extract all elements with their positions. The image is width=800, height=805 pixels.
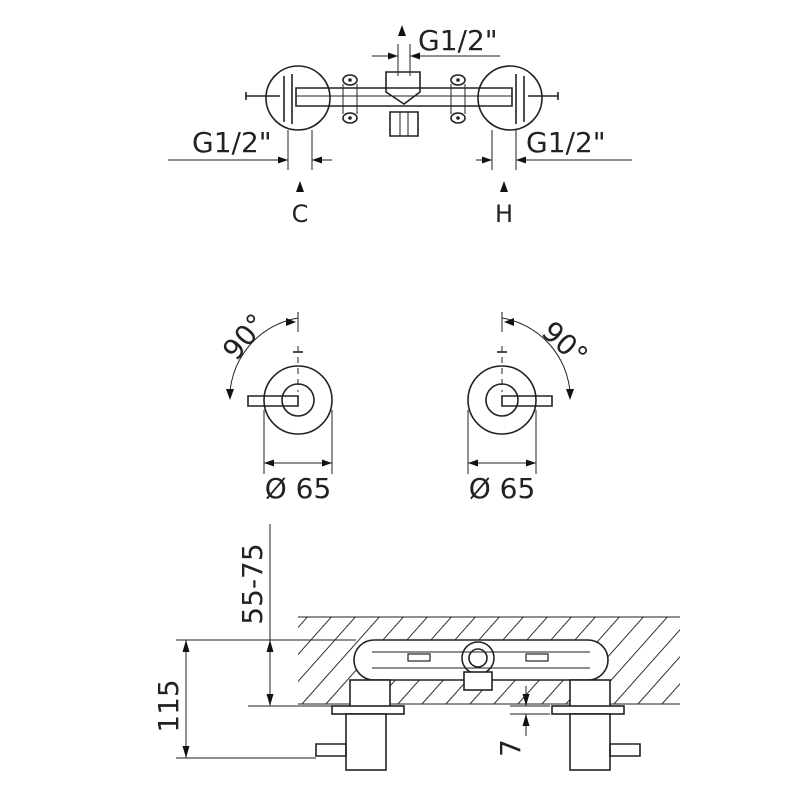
hatch-line (661, 682, 680, 704)
section-view: 55-75 115 7 (152, 524, 790, 771)
hatch-line (298, 617, 357, 683)
hatch-line (637, 655, 680, 704)
left-handle: 90° Ø 65 (216, 307, 333, 505)
left-rotation-label: 90° (216, 307, 273, 366)
top-thread-label: G1/2" (418, 24, 498, 57)
mixer-body-outline (245, 65, 559, 137)
front-view: 90° Ø 65 90° Ø 65 (216, 307, 594, 505)
cold-inlet-label: C (292, 200, 309, 228)
concealed-body (353, 639, 609, 691)
left-diameter-label: Ø 65 (265, 472, 332, 505)
depth-range-label: 55-75 (236, 543, 269, 624)
right-rotation-label: 90° (535, 315, 594, 373)
right-thread-label: G1/2" (526, 126, 606, 159)
hot-inlet-label: H (495, 200, 513, 228)
hatch-line (301, 617, 381, 704)
height-label: 115 (152, 679, 185, 732)
depth-dimension: 55-75 (236, 524, 350, 707)
right-handle: 90° Ø 65 (467, 312, 594, 505)
hatch-line (686, 614, 766, 704)
height-dimension: 115 (152, 639, 356, 759)
right-valve (551, 679, 641, 771)
right-diameter-label: Ø 65 (469, 472, 536, 505)
left-valve (315, 679, 405, 771)
left-thread-dimension: G1/2" C (168, 126, 332, 228)
hatch-line (710, 614, 790, 704)
top-thread-dimension: G1/2" (372, 24, 500, 76)
top-view: G1/2" G1/2" C G1/2" H (168, 24, 632, 228)
mounting-lug (342, 74, 466, 124)
offset-dimension: 7 (494, 686, 550, 757)
left-thread-label: G1/2" (192, 126, 272, 159)
right-thread-dimension: G1/2" H (476, 126, 632, 228)
offset-label: 7 (494, 739, 527, 757)
hatch-line (298, 617, 333, 656)
hatch-line (613, 628, 680, 704)
